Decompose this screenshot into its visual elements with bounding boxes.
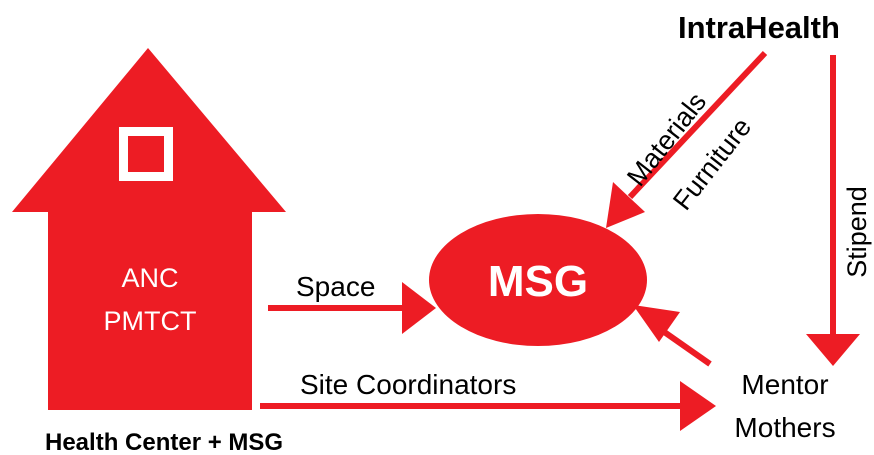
space-label: Space: [296, 271, 375, 302]
intrahealth-label: IntraHealth: [678, 10, 840, 45]
house-window-pane: [128, 136, 164, 172]
site-coordinators-label: Site Coordinators: [300, 369, 516, 400]
health-center-house: [12, 48, 286, 410]
mentor-mothers-line2: Mothers: [734, 412, 835, 443]
mentor-to-msg-arrowhead: [633, 305, 680, 342]
site-coordinators-arrowhead: [680, 381, 716, 431]
msg-label: MSG: [488, 257, 588, 306]
mentor-mothers-line1: Mentor: [741, 369, 828, 400]
stipend-label: Stipend: [842, 186, 872, 278]
materials-arrow-line: [627, 50, 768, 200]
house-label-pmtct: PMTCT: [104, 306, 197, 336]
space-arrowhead: [402, 282, 436, 334]
materials-arrowhead: [606, 182, 645, 228]
mentor-to-msg-arrow-line: [658, 326, 712, 367]
stipend-arrowhead: [806, 334, 860, 366]
msg-node: [429, 214, 647, 346]
health-center-caption: Health Center + MSG: [45, 429, 283, 455]
house-label-anc: ANC: [121, 263, 178, 293]
